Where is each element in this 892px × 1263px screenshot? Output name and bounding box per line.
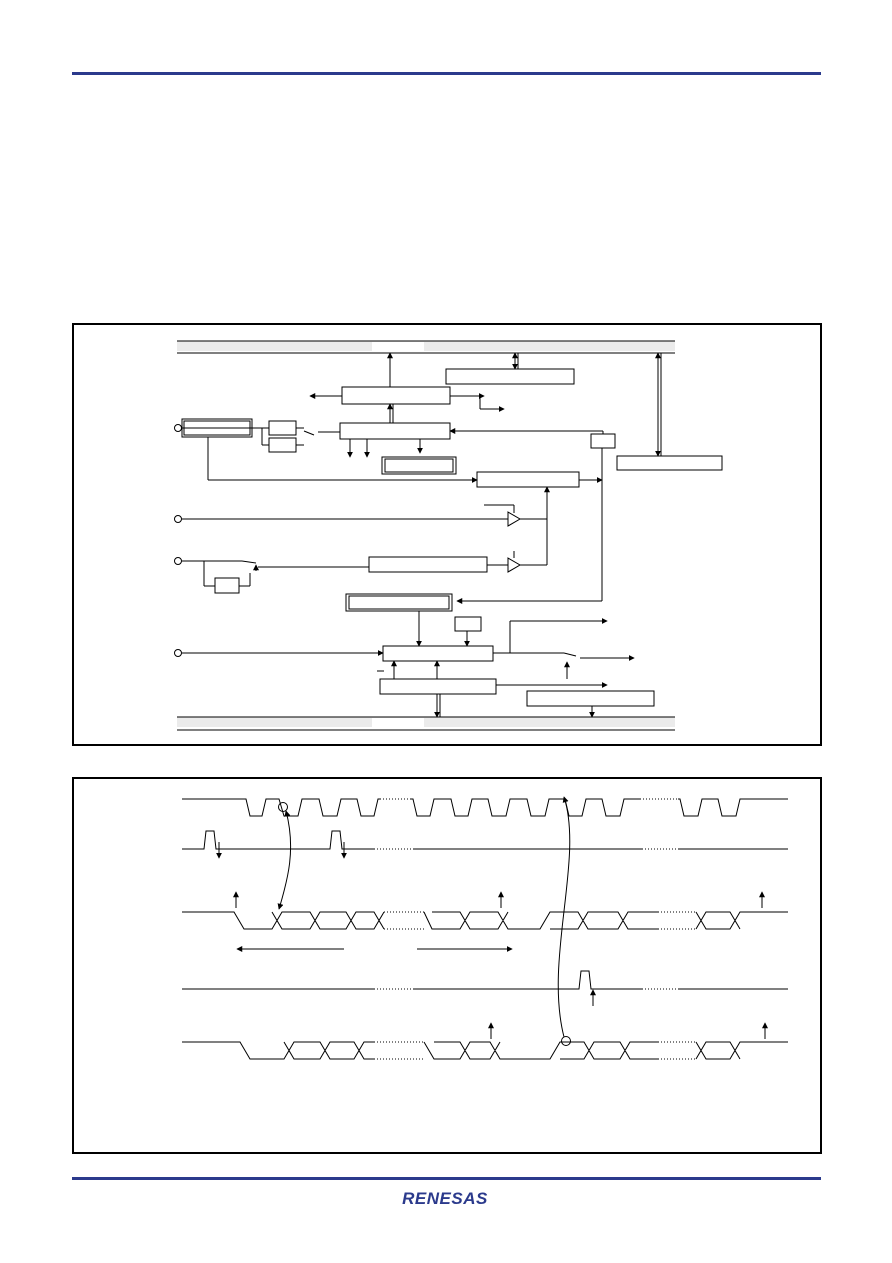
footer-rule	[72, 1177, 821, 1180]
block-counter	[368, 556, 488, 573]
waveform-clock	[182, 798, 788, 817]
block-register-3	[339, 422, 451, 440]
block-register-1	[445, 368, 575, 385]
buffer-gate-2	[507, 557, 521, 573]
block-control-register	[379, 678, 497, 695]
logo-text: RENESAS	[402, 1189, 488, 1208]
block-small-2	[268, 437, 297, 453]
causal-curve-2	[557, 796, 571, 1038]
buffer-gate-1	[507, 511, 521, 527]
renesas-logo: RENESAS	[391, 1188, 499, 1210]
block-interrupt	[616, 455, 723, 471]
block-diagram	[174, 340, 723, 731]
causal-curve-1	[277, 810, 292, 910]
block-status-register	[381, 456, 457, 475]
block-small-1	[268, 420, 297, 436]
block-buffer-register	[345, 593, 453, 612]
waveform-enable	[182, 970, 788, 990]
pin-3	[174, 557, 182, 565]
block-output-register	[382, 645, 494, 662]
pin-2	[174, 515, 182, 523]
internal-bus-top	[177, 340, 675, 354]
edge-marker-1	[278, 802, 288, 812]
internal-bus-bottom	[177, 716, 675, 731]
block-small-5	[454, 616, 482, 632]
pin-4	[174, 649, 182, 657]
waveform-strobe	[182, 830, 788, 850]
block-small-4	[214, 577, 240, 594]
block-output-control	[526, 690, 655, 707]
block-diagram-figure	[72, 323, 822, 746]
timing-diagram-figure	[72, 777, 822, 1154]
header-rule	[72, 72, 821, 75]
block-compare	[476, 471, 580, 488]
timing-diagram	[182, 796, 788, 1060]
waveform-data-1	[182, 891, 788, 930]
waveform-data-2	[182, 1022, 788, 1060]
block-register-2	[341, 386, 451, 405]
block-small-3	[590, 433, 616, 449]
edge-marker-2	[561, 1036, 571, 1046]
pin-1	[174, 424, 182, 432]
